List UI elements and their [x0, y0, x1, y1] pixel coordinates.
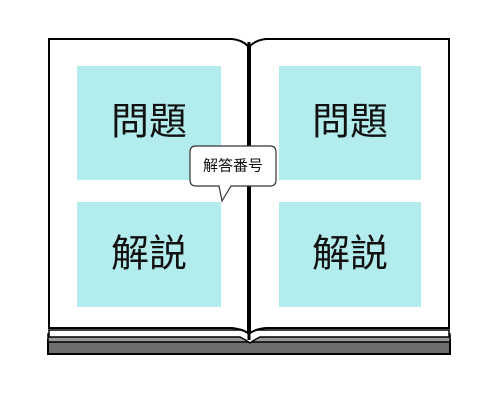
left-explanation-label: 解説 [111, 232, 187, 276]
right-question-panel [279, 66, 421, 180]
answer-number-callout: 解答番号 [189, 145, 277, 203]
right-question-label: 問題 [312, 100, 388, 144]
answer-number-label: 解答番号 [203, 157, 263, 175]
right-explanation-label: 解説 [312, 232, 388, 276]
left-explanation-panel [77, 202, 221, 307]
right-explanation-panel [279, 202, 421, 307]
left-question-label: 問題 [111, 100, 187, 144]
